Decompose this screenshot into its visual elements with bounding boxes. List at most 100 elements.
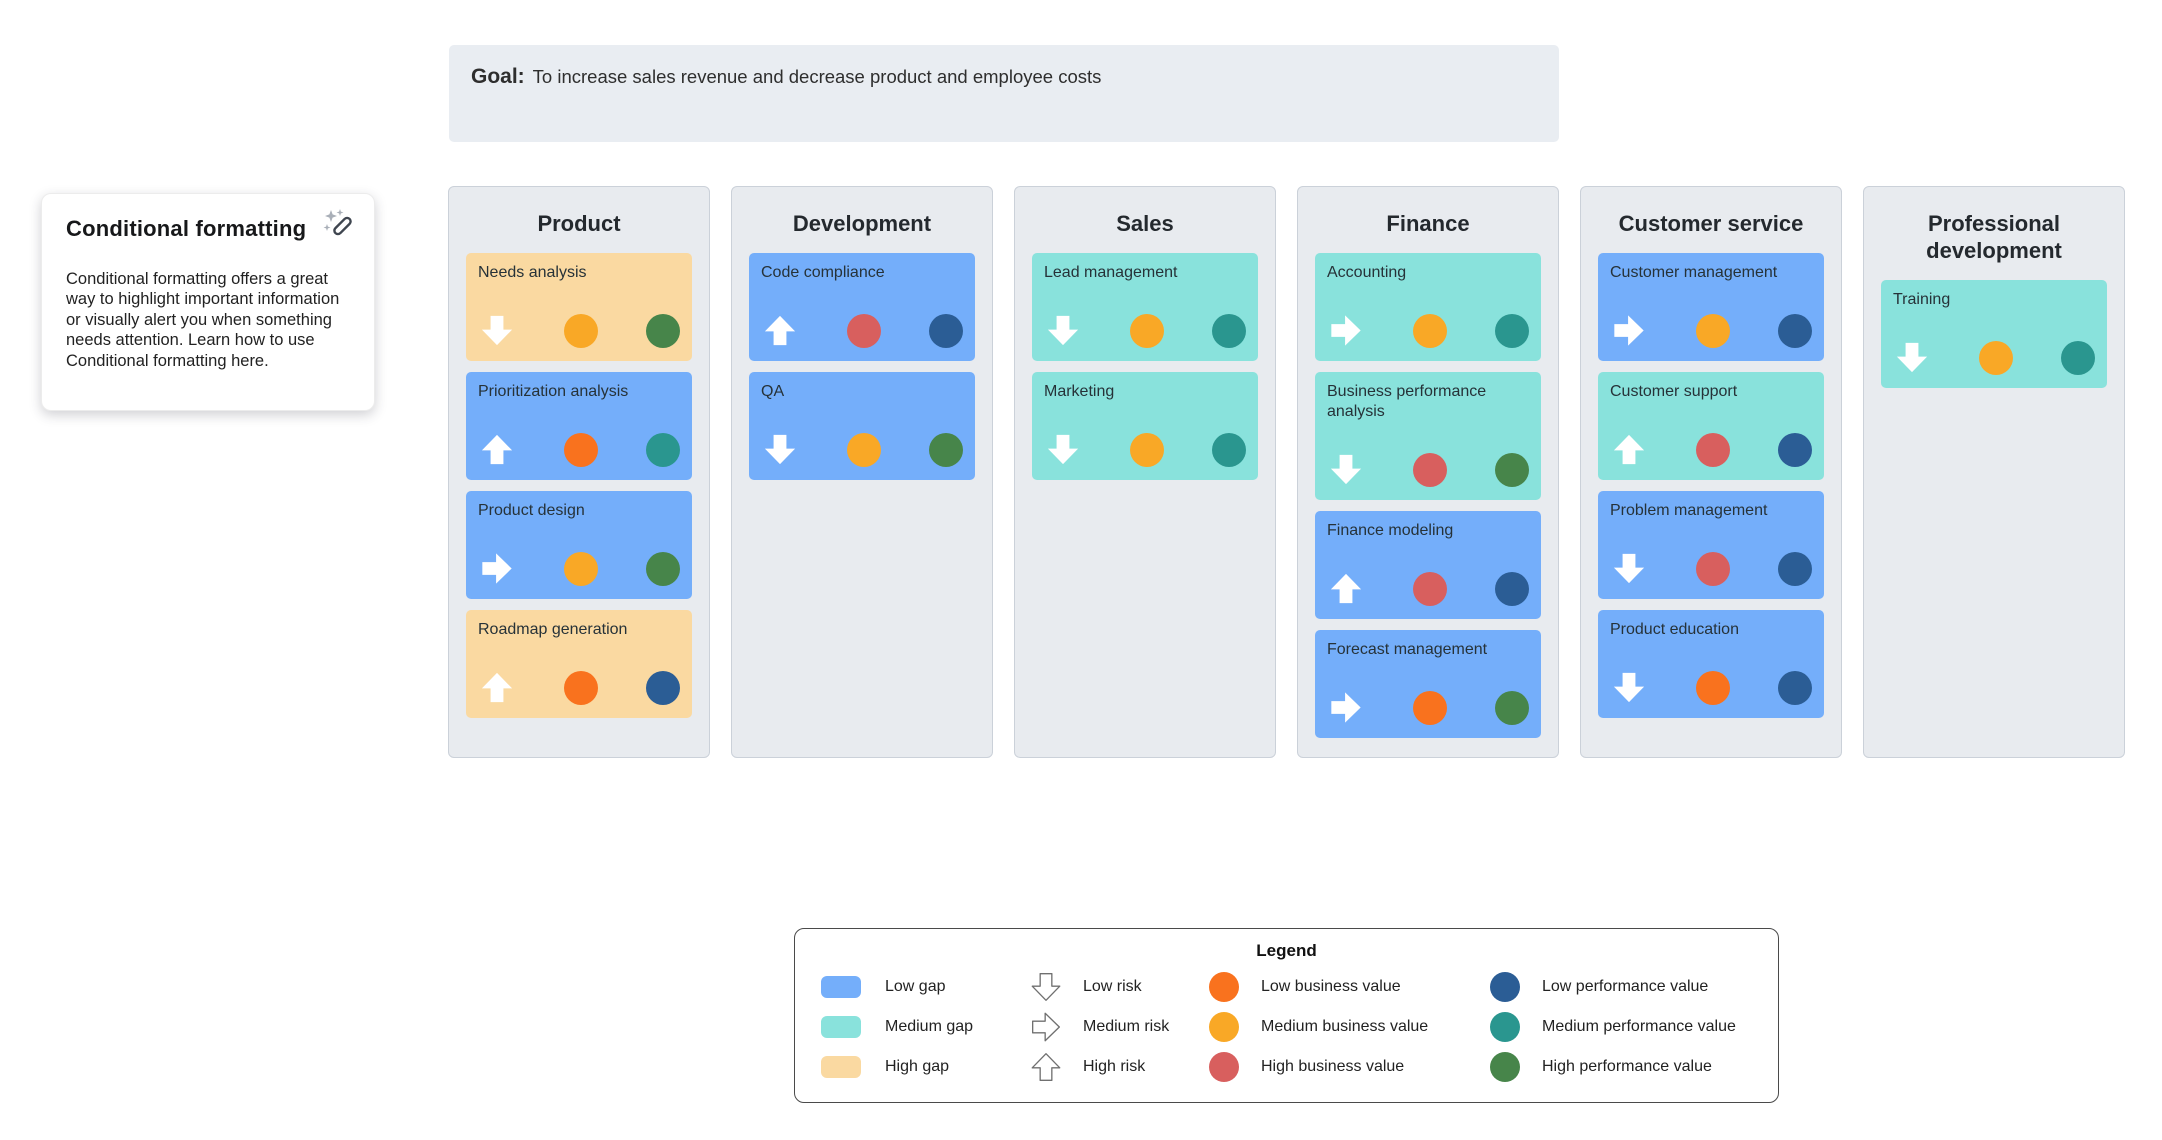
capability-card[interactable]: Business performance analysis [1315, 371, 1541, 500]
card-indicators [761, 313, 963, 348]
card-indicators [1327, 452, 1529, 487]
magic-wand-icon [322, 208, 358, 244]
performance-value-dot [2061, 340, 2095, 375]
business-value-dot [1696, 313, 1730, 348]
low-risk-arrow-icon [1327, 453, 1365, 486]
capability-card[interactable]: Problem management [1598, 490, 1824, 599]
medium-business-value-dot [1209, 1012, 1239, 1042]
card-title: Product design [478, 501, 585, 519]
high-gap-swatch [821, 1056, 861, 1078]
business-value-dot [1130, 432, 1164, 467]
goal-banner[interactable]: Goal:To increase sales revenue and decre… [449, 45, 1559, 142]
card-indicators [1327, 690, 1529, 725]
low-business-value-dot [1209, 972, 1239, 1002]
high-business-value-dot [1209, 1052, 1239, 1082]
column-title: Professional development [1926, 211, 2062, 263]
capability-card[interactable]: Forecast management [1315, 629, 1541, 738]
card-indicators [1044, 432, 1246, 467]
capability-card[interactable]: Customer support [1598, 371, 1824, 480]
high-risk-arrow-icon [761, 314, 799, 347]
capability-card[interactable]: Prioritization analysis [466, 371, 692, 480]
capability-card[interactable]: QA [749, 371, 975, 480]
capability-card[interactable]: Roadmap generation [466, 609, 692, 718]
legend-item-label: High business value [1261, 1058, 1405, 1075]
card-indicators [1893, 340, 2095, 375]
capability-card[interactable]: Customer management [1598, 252, 1824, 361]
column-title: Development [792, 211, 932, 236]
performance-value-dot [1212, 432, 1246, 467]
capability-card[interactable]: Product education [1598, 609, 1824, 718]
legend-item-label: Low gap [885, 978, 946, 995]
legend-item-label: High gap [885, 1058, 950, 1075]
card-indicators [1610, 313, 1812, 348]
business-value-dot [847, 432, 881, 467]
high-performance-value-dot [1490, 1052, 1520, 1082]
tooltip-underline [66, 249, 183, 254]
card-title: Code compliance [761, 263, 885, 281]
capability-card[interactable]: Accounting [1315, 252, 1541, 361]
low-risk-arrow-icon [478, 314, 516, 347]
capability-card[interactable]: Product design [466, 490, 692, 599]
card-title: Finance modeling [1327, 521, 1454, 539]
legend-item-label: Low risk [1083, 978, 1142, 995]
capability-card[interactable]: Code compliance [749, 252, 975, 361]
card-title: Accounting [1327, 263, 1407, 281]
business-value-dot [1413, 313, 1447, 348]
business-value-dot [1413, 690, 1447, 725]
card-title: Customer support [1610, 382, 1738, 400]
low-risk-arrow-icon [1610, 552, 1648, 585]
legend-item: Medium gap [821, 1007, 1031, 1047]
capability-card[interactable]: Finance modeling [1315, 510, 1541, 619]
legend-item: High business value [1209, 1047, 1490, 1087]
high-risk-arrow-icon [1610, 433, 1648, 466]
low-performance-value-dot [1490, 972, 1520, 1002]
performance-value-dot [929, 432, 963, 467]
card-title: Product education [1610, 620, 1739, 638]
business-value-dot [1130, 313, 1164, 348]
performance-value-dot [1495, 571, 1529, 606]
capability-card[interactable]: Marketing [1032, 371, 1258, 480]
legend-item: Medium performance value [1490, 1007, 1736, 1047]
high-risk-arrow-icon [478, 671, 516, 704]
capability-card[interactable]: Training [1881, 279, 2107, 388]
medium-risk-arrow-icon [1031, 1012, 1061, 1042]
business-value-dot [564, 670, 598, 705]
legend-item: High risk [1031, 1047, 1209, 1087]
performance-value-dot [1778, 432, 1812, 467]
legend-item: Low risk [1031, 967, 1209, 1007]
performance-value-dot [1495, 313, 1529, 348]
business-value-dot [1696, 551, 1730, 586]
capability-card[interactable]: Needs analysis [466, 252, 692, 361]
performance-value-dot [1212, 313, 1246, 348]
card-title: Lead management [1044, 263, 1178, 281]
legend-item-label: Medium risk [1083, 1018, 1170, 1035]
card-indicators [1044, 313, 1246, 348]
business-value-dot [1413, 452, 1447, 487]
performance-value-dot [929, 313, 963, 348]
capability-card[interactable]: Lead management [1032, 252, 1258, 361]
legend-item: Medium business value [1209, 1007, 1490, 1047]
legend-item-label: High risk [1083, 1058, 1146, 1075]
card-indicators [1610, 670, 1812, 705]
card-title: Marketing [1044, 382, 1115, 400]
legend-title: Legend [1256, 941, 1317, 960]
card-indicators [478, 432, 680, 467]
business-value-dot [1696, 670, 1730, 705]
low-gap-swatch [821, 976, 861, 998]
legend-item: Low gap [821, 967, 1031, 1007]
legend-item-label: Low business value [1261, 978, 1401, 995]
legend-item-label: Low performance value [1542, 978, 1709, 995]
card-indicators [1327, 571, 1529, 606]
legend-item-label: Medium performance value [1542, 1018, 1736, 1035]
card-title: Business performance analysis [1327, 382, 1487, 421]
